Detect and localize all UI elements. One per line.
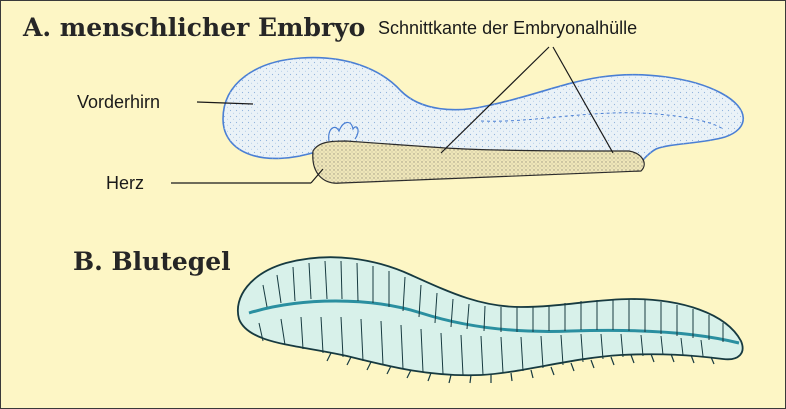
leech-outline: [238, 257, 743, 375]
leech-drawing: [238, 257, 743, 383]
embryo-drawing: [223, 58, 743, 184]
